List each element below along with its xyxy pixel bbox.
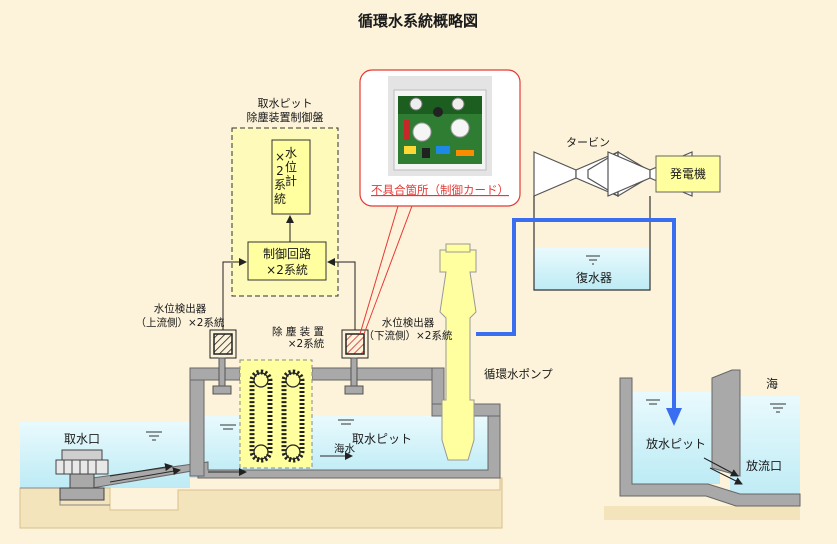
turbine-label: タービン (566, 136, 610, 149)
panel-title-line1: 取水ピット (258, 97, 313, 110)
upstream-level-detector (209, 329, 237, 395)
diagram-title: 循環水系統概略図 (358, 12, 478, 30)
dust-remover-unit (239, 359, 313, 469)
downstream-detector-label-1: 水位検出器 (382, 316, 435, 329)
downstream-level-detector (341, 329, 369, 395)
intake-mouth-structure (55, 449, 109, 501)
svg-text:統: 統 (274, 192, 286, 206)
discharge-flow-arrows (703, 457, 743, 485)
water-level-meter-box (271, 139, 311, 215)
condenser-box (533, 196, 651, 291)
pit-left-wall (189, 367, 205, 477)
defect-location-label: 不具合箇所（制御カード） (371, 183, 509, 197)
pit-top-slab-mid (311, 367, 433, 381)
control-circuit-label-1: 制御回路 (263, 246, 311, 261)
control-circuit-label-2: ×2系統 (266, 263, 308, 277)
control-card-photo (388, 76, 492, 176)
callout-line-1 (359, 205, 399, 335)
discharge-pit-label: 放水ピット (646, 436, 706, 451)
seawater-label: 海水 (334, 442, 355, 455)
intake-mouth-label: 取水口 (64, 432, 100, 446)
circulating-water-flow-line (476, 218, 676, 418)
intake-ground (19, 477, 503, 529)
generator-box (655, 155, 721, 193)
svg-text:位: 位 (285, 159, 297, 174)
sea-label: 海 (766, 376, 778, 391)
svg-text:2: 2 (276, 164, 284, 178)
condenser-label: 復水器 (576, 270, 612, 285)
upstream-detector-label-2: （上流側）×2系統 (136, 316, 225, 329)
circulating-water-pump (439, 243, 477, 461)
discharge-mouth-label: 放流口 (746, 458, 782, 473)
intake-flow-arrows (109, 452, 353, 483)
water-level-meter-label: 水 位 計 × 2 系 統 (274, 146, 297, 206)
intake-pit-label: 取水ピット (352, 432, 412, 446)
downstream-detector-label-2: （下流側）×2系統 (364, 329, 453, 342)
dust-remover-label-2: ×2系統 (288, 337, 325, 350)
discharge-level-marks (646, 399, 786, 413)
water-level-marks (146, 419, 354, 441)
pit-top-slab-left (189, 367, 241, 381)
dust-remover-label-1: 除 塵 装 置 (272, 325, 324, 338)
signal-lines (222, 215, 356, 330)
svg-text:水: 水 (285, 146, 297, 160)
generator-label: 発電機 (670, 166, 706, 181)
upstream-detector-label-1: 水位検出器 (154, 302, 207, 315)
discharge-pit-walls (619, 377, 801, 507)
discharge-weir (711, 369, 741, 477)
flow-arrowhead (666, 408, 682, 426)
sea-water (730, 396, 800, 500)
svg-text:×: × (275, 150, 285, 164)
control-circuit-box (247, 241, 327, 281)
callout-line-2 (363, 205, 413, 335)
svg-text:計: 計 (285, 173, 297, 188)
panel-title-line2: 除塵装置制御盤 (247, 110, 324, 124)
pump-label: 循環水ポンプ (484, 367, 553, 381)
svg-text:系: 系 (274, 178, 286, 192)
